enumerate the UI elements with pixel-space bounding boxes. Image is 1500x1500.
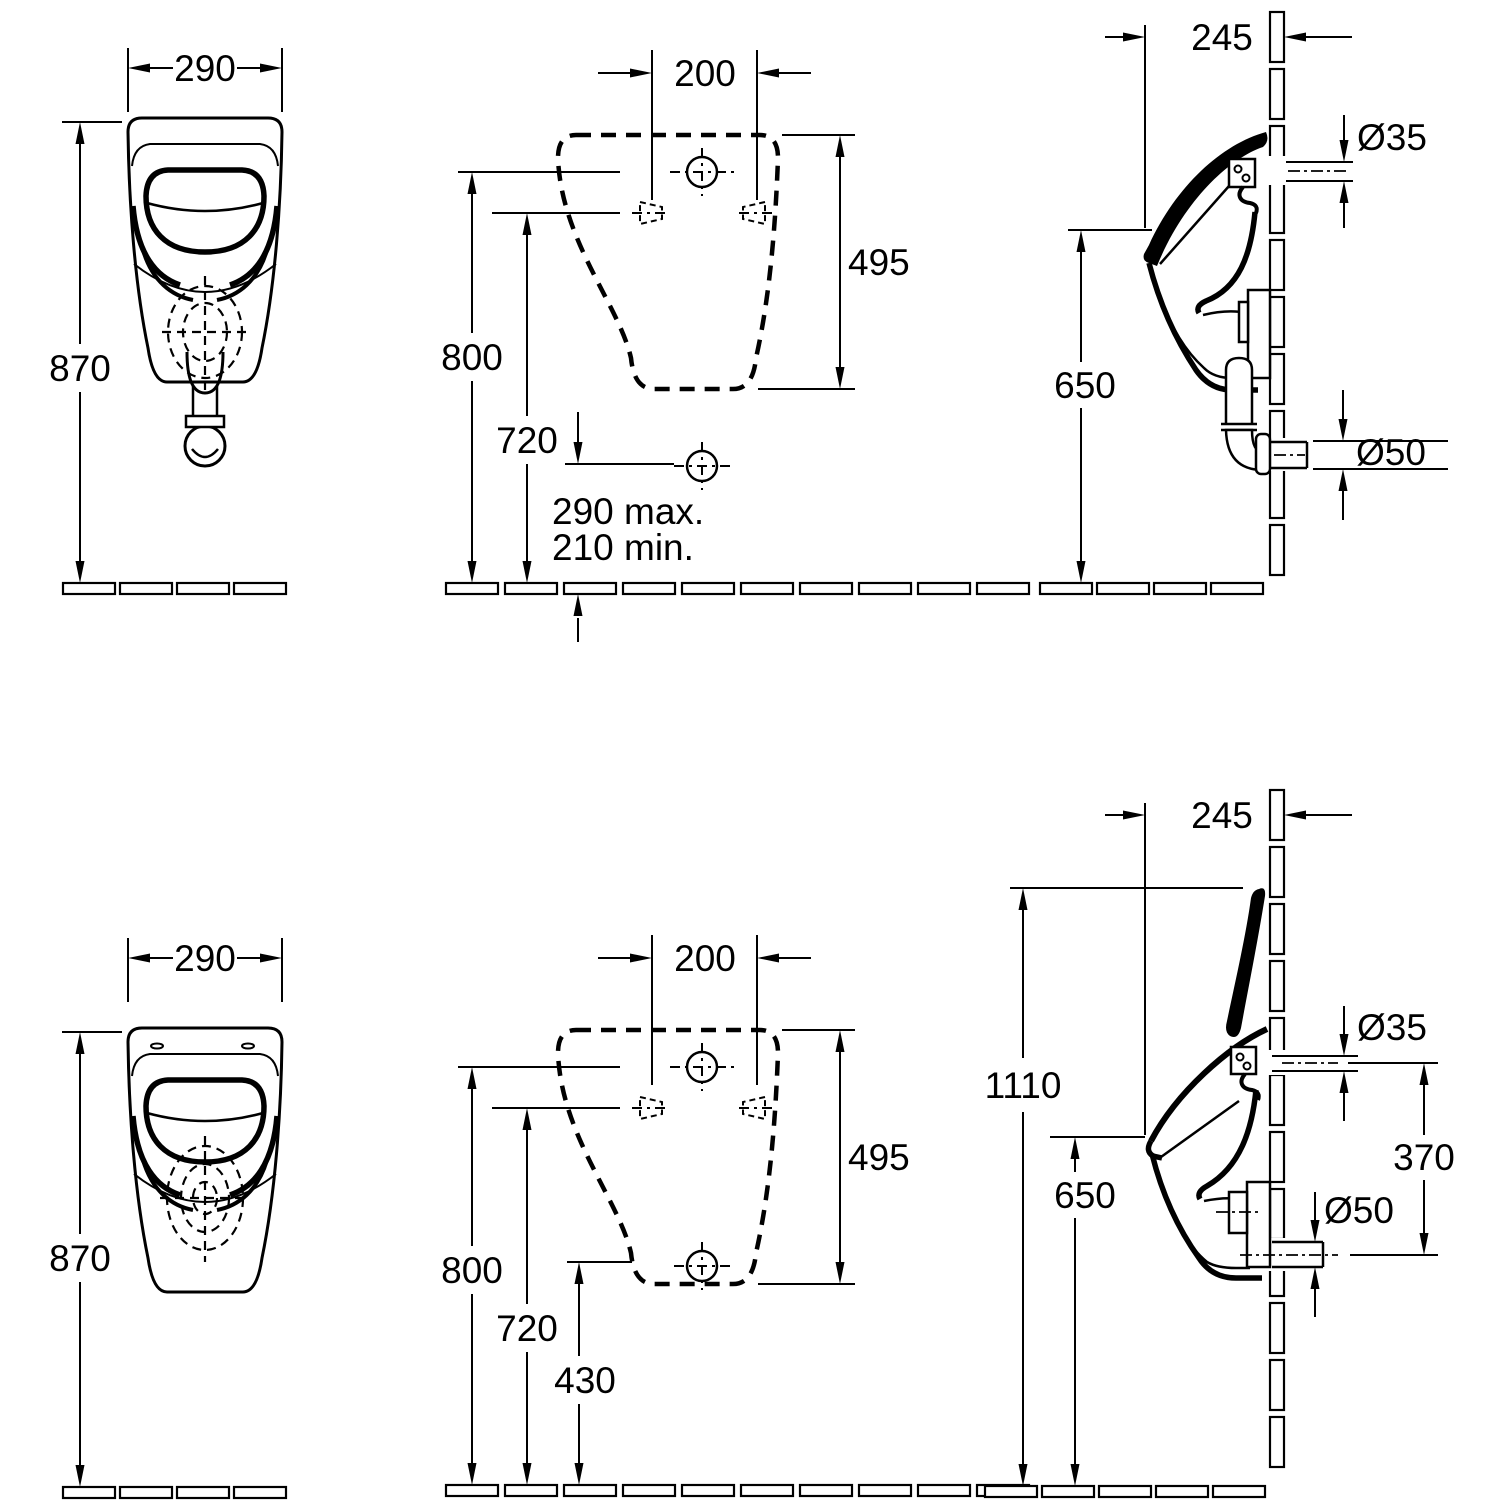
outlet-flange bbox=[1254, 432, 1272, 476]
inner-back-line bbox=[1160, 1099, 1240, 1159]
siphon-elbow bbox=[183, 424, 227, 468]
dim-width-label: 290 bbox=[174, 938, 236, 979]
wall-tiles bbox=[1268, 10, 1286, 577]
dim-outline-height-label: 495 bbox=[848, 1137, 910, 1178]
trap-dome bbox=[185, 351, 225, 395]
dim-depth-label: 245 bbox=[1191, 17, 1253, 58]
template-view-bottom: 200 495 800 720 430 bbox=[441, 935, 1031, 1498]
dim-rim-height-label: 650 bbox=[1054, 1175, 1116, 1216]
dim-inlet-to-outlet-label: 370 bbox=[1393, 1137, 1455, 1178]
front-face-curve bbox=[1149, 1153, 1262, 1281]
urinal-top-cover bbox=[1143, 132, 1268, 266]
raised-cover bbox=[1226, 888, 1266, 1037]
floor-tiles bbox=[61, 581, 288, 596]
outlet-range-note-2: 210 min. bbox=[552, 527, 694, 568]
dim-overall-height-label: 1110 bbox=[985, 1065, 1062, 1106]
dim-height-label: 870 bbox=[49, 348, 111, 389]
dim-fixing-height-label: 720 bbox=[496, 1308, 558, 1349]
top-face-mark-left bbox=[150, 1042, 164, 1050]
floor-tiles bbox=[983, 1484, 1267, 1499]
wall-flange-step bbox=[1237, 300, 1250, 344]
dim-outlet-dia-label: Ø50 bbox=[1324, 1190, 1394, 1231]
side-view-bottom: 245 1110 Ø35 bbox=[983, 788, 1455, 1499]
floor-tiles bbox=[1038, 581, 1265, 596]
floor-tiles bbox=[444, 1483, 1031, 1498]
template-view-top: 200 290 max. 210 min. 495 800 720 bbox=[441, 50, 1031, 642]
front-view-bottom: 290 870 bbox=[49, 938, 288, 1500]
dim-outline-height-label: 495 bbox=[848, 242, 910, 283]
inner-skirt-line bbox=[1161, 1189, 1250, 1270]
top-face-mark-right bbox=[241, 1042, 255, 1050]
inner-bowl-curve bbox=[1195, 211, 1258, 315]
floor-tiles bbox=[61, 1485, 288, 1500]
spreader-s-curve bbox=[1237, 185, 1259, 214]
siphon-pipe bbox=[1224, 356, 1254, 424]
dim-bolt-spacing-label: 200 bbox=[674, 53, 736, 94]
front-face-curve bbox=[1146, 262, 1258, 393]
basin-top-edge bbox=[1148, 1026, 1269, 1143]
floor-tiles bbox=[444, 581, 1031, 596]
inlet-spreader bbox=[1227, 157, 1257, 189]
dim-fixing-height-label: 720 bbox=[496, 420, 558, 461]
dim-inlet-height-label: 800 bbox=[441, 1250, 503, 1291]
outlet-range-note-1: 290 max. bbox=[552, 491, 704, 532]
inlet-spreader bbox=[1229, 1045, 1258, 1076]
side-view-top: 245 Ø35 bbox=[1038, 10, 1448, 596]
dim-inlet-dia-label: Ø35 bbox=[1357, 117, 1427, 158]
dim-outlet-dia-label: Ø50 bbox=[1356, 432, 1426, 473]
wall-tiles bbox=[1268, 788, 1286, 1469]
inner-skirt-line bbox=[1158, 295, 1247, 380]
dim-height-label: 870 bbox=[49, 1238, 111, 1279]
dim-rim-height-label: 650 bbox=[1054, 365, 1116, 406]
inner-back-line bbox=[1159, 176, 1238, 265]
dim-outlet-height-label: 430 bbox=[554, 1360, 616, 1401]
spreader-s-curve bbox=[1239, 1072, 1261, 1101]
inner-bowl-curve bbox=[1196, 1089, 1259, 1201]
dim-inlet-dia-label: Ø35 bbox=[1357, 1007, 1427, 1048]
front-view-top: 290 870 bbox=[49, 48, 288, 596]
dim-bolt-spacing-label: 200 bbox=[674, 938, 736, 979]
dim-width-label: 290 bbox=[174, 48, 236, 89]
siphon-elbow-inner bbox=[191, 448, 219, 459]
siphon-collar bbox=[184, 414, 226, 429]
dim-inlet-height-label: 800 bbox=[441, 337, 503, 378]
dim-depth-label: 245 bbox=[1191, 795, 1253, 836]
